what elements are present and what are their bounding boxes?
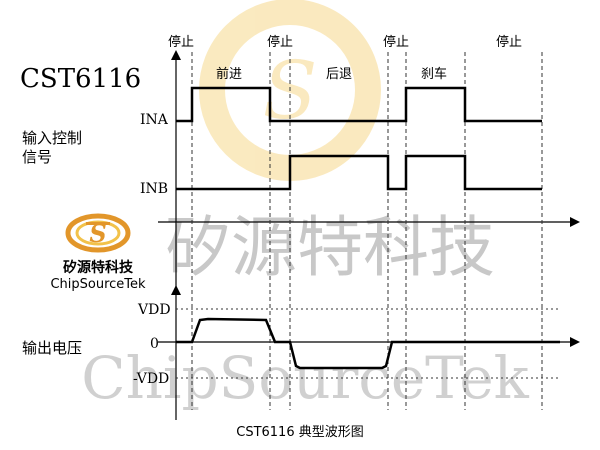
logo-cn-name: 矽源特科技	[63, 259, 134, 276]
state-label-stop-1: 停止	[168, 34, 194, 50]
upper-axis-arrow-icon	[570, 217, 580, 227]
figure-caption: CST6116 典型波形图	[236, 425, 364, 440]
state-label-stop-4: 停止	[496, 34, 522, 50]
input-group-label-line2: 信号	[22, 148, 52, 166]
watermark-cn: 矽源特科技	[165, 209, 495, 286]
output-voltage-waveform	[176, 317, 560, 370]
inb-label: INB	[140, 181, 168, 197]
state-label-reverse: 后退	[326, 67, 352, 82]
vertical-axis-arrow-icon	[171, 50, 181, 60]
chip-name: CST6116	[20, 64, 141, 94]
state-labels: 停止 前进 停止 后退 停止 刹车 停止	[168, 34, 522, 82]
input-group-label-line1: 输入控制	[22, 129, 82, 147]
neg-vdd-label: -VDD	[133, 371, 169, 387]
inb-waveform	[176, 154, 542, 191]
lower-axis-arrow-icon	[570, 337, 580, 347]
watermark-en: ChipSourceTek	[81, 344, 529, 412]
zero-label: 0	[150, 336, 159, 352]
state-label-stop-2: 停止	[267, 34, 293, 50]
logo-en-name: ChipSourceTek	[50, 277, 146, 292]
voltage-reference-lines	[176, 308, 560, 379]
state-label-forward: 前进	[216, 66, 242, 82]
ina-waveform	[176, 86, 542, 123]
company-logo: S 矽源特科技 ChipSourceTek	[50, 213, 146, 292]
lower-vertical-arrow-icon	[171, 285, 181, 295]
ina-label: INA	[140, 112, 169, 128]
logo-mark-icon: S	[65, 213, 131, 253]
svg-text:S: S	[89, 219, 106, 248]
output-group-label: 输出电压	[22, 339, 82, 357]
state-label-brake: 刹车	[421, 66, 447, 82]
state-label-stop-3: 停止	[383, 34, 409, 50]
vdd-label: VDD	[137, 302, 171, 318]
